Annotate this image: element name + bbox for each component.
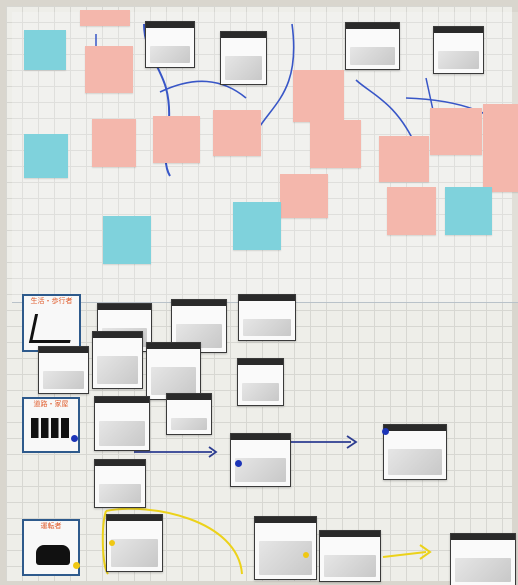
lower-card-16-art: [455, 558, 511, 582]
yellow-marker: [73, 562, 80, 569]
lower-card-14-header: [255, 517, 316, 523]
lower-card-6-art: [151, 367, 196, 395]
lower-card-3-art: [243, 319, 291, 336]
lower-card-14: [254, 516, 317, 580]
note-transport-disaster-infra-upgrade: [379, 136, 429, 182]
lower-card-10-art: [99, 484, 141, 503]
note-drivers-pressure-loss: [310, 120, 361, 168]
category-label: 生活・歩行者: [30, 297, 73, 305]
upper-card-3: [345, 22, 400, 70]
houses-icon: [31, 418, 73, 438]
year-note-2070: [445, 187, 492, 235]
note-population-fiscal-fragility: [483, 104, 518, 192]
year-note-2050: [233, 202, 281, 250]
lower-card-10-header: [95, 460, 145, 466]
blue-marker: [71, 435, 78, 442]
lower-card-13-art: [111, 539, 158, 567]
upper-card-2: [220, 31, 267, 85]
upper-card-4-header: [434, 27, 483, 33]
category-box-lifestyle-pedestrians: 生活・歩行者: [22, 294, 81, 352]
upper-card-3-art: [350, 47, 395, 65]
lower-card-9-header: [167, 394, 211, 400]
upper-card-3-header: [346, 23, 399, 29]
lower-card-5-art: [97, 356, 138, 384]
lower-card-4-art: [43, 371, 84, 389]
lower-card-6: [146, 342, 201, 400]
lower-card-15-art: [324, 555, 376, 577]
lower-card-8-header: [95, 397, 149, 403]
year-note-2030: [103, 216, 151, 264]
lower-card-8: [94, 396, 150, 451]
lower-card-9: [166, 393, 212, 435]
lower-card-5: [92, 331, 143, 389]
lower-card-6-header: [147, 343, 200, 349]
lower-card-7-header: [238, 359, 283, 365]
lower-card-1-header: [98, 304, 151, 310]
upper-card-2-header: [221, 32, 266, 38]
lower-card-13-header: [107, 515, 162, 521]
lower-card-11-header: [231, 434, 290, 440]
lower-card-5-header: [93, 332, 142, 338]
upper-card-4-art: [438, 51, 479, 69]
yellow-marker: [109, 540, 115, 546]
note-crowd-connection-deepens: [293, 70, 344, 122]
lower-card-10: [94, 459, 146, 508]
lower-card-16-header: [451, 534, 515, 540]
note-disaster-infrastructure-aging: [387, 187, 436, 235]
planning-board: 生活・歩行者 道路・家屋 運転者: [6, 6, 518, 585]
lower-card-15: [319, 530, 381, 582]
note-river-dam-insufficient: [213, 110, 261, 156]
lower-card-7-art: [242, 383, 279, 401]
category-label: 運転者: [40, 522, 62, 530]
note-drones-fragile-economy: [280, 174, 328, 218]
lower-card-3: [238, 294, 296, 341]
note-transport-company-inflation: [92, 119, 136, 167]
lower-card-2-header: [172, 300, 226, 306]
lower-card-16: [450, 533, 516, 585]
lower-card-4: [38, 346, 89, 394]
lower-card-7: [237, 358, 284, 406]
note-weather-reduced-infra: [153, 116, 200, 163]
note-senior-safety-support: [430, 108, 482, 155]
lower-card-9-art: [171, 418, 207, 430]
lower-card-14-art: [259, 541, 312, 575]
lower-card-11: [230, 433, 291, 487]
lower-card-4-header: [39, 347, 88, 353]
yellow-marker: [303, 552, 309, 558]
lower-card-12-art: [388, 449, 442, 475]
label-note-natural-disaster: [24, 134, 68, 178]
lower-card-13: [106, 514, 163, 572]
category-box-driver: 運転者: [22, 519, 80, 576]
house-person-icon: [28, 314, 77, 343]
lower-card-12-header: [384, 425, 446, 431]
upper-card-1-header: [146, 22, 194, 28]
upper-card-1: [145, 21, 195, 68]
note-top-left: [80, 10, 130, 26]
category-label: 道路・家屋: [33, 400, 69, 408]
label-note-regional-economy: [24, 30, 66, 70]
car-icon: [36, 545, 70, 565]
note-wecheck-spa-economy: [85, 46, 133, 93]
blue-marker: [382, 428, 389, 435]
lower-card-8-art: [99, 421, 145, 446]
upper-card-4: [433, 26, 484, 74]
lower-card-11-art: [235, 458, 286, 482]
upper-card-2-art: [225, 56, 262, 80]
upper-card-1-art: [150, 46, 190, 63]
lower-card-3-header: [239, 295, 295, 301]
blue-marker: [235, 460, 242, 467]
category-box-roads-houses: 道路・家屋: [22, 397, 80, 453]
lower-card-12: [383, 424, 447, 480]
lower-card-15-header: [320, 531, 380, 537]
